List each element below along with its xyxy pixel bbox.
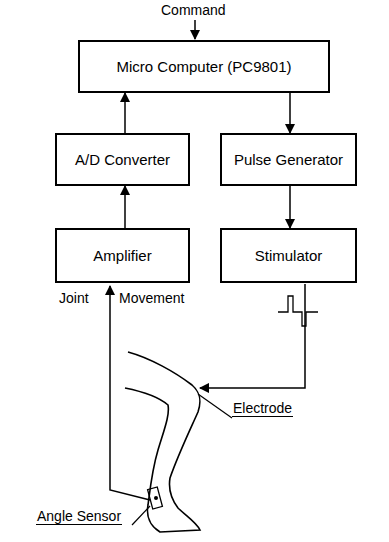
signal-arrow <box>289 93 291 133</box>
box-label: Amplifier <box>87 247 157 264</box>
sensor-pivot <box>154 496 158 500</box>
process-box: Stimulator <box>220 228 357 283</box>
signal-arrow <box>124 93 126 133</box>
signal-arrow <box>289 186 291 228</box>
box-label: Stimulator <box>249 247 329 264</box>
stimulus-wire <box>200 284 305 388</box>
computer-box: Micro Computer (PC9801) <box>78 40 330 93</box>
process-box: Pulse Generator <box>220 133 357 186</box>
box-label: Micro Computer (PC9801) <box>110 58 297 75</box>
process-box: A/D Converter <box>55 133 190 186</box>
sensor-leader <box>132 506 150 525</box>
command-label: Command <box>160 2 227 18</box>
command-arrow <box>194 20 196 39</box>
box-label: Pulse Generator <box>228 151 349 168</box>
pulse-waveform <box>278 296 318 326</box>
electrode-leader <box>198 394 232 418</box>
leg-drawing <box>125 352 200 532</box>
part-label: Electrode <box>232 400 293 417</box>
angle-sensor <box>148 487 163 509</box>
part-label: Angle Sensor <box>36 508 122 525</box>
signal-label: Movement <box>118 290 185 306</box>
signal-label: Joint <box>58 290 90 306</box>
box-label: A/D Converter <box>69 151 176 168</box>
signal-arrow <box>124 186 126 228</box>
process-box: Amplifier <box>55 228 190 283</box>
